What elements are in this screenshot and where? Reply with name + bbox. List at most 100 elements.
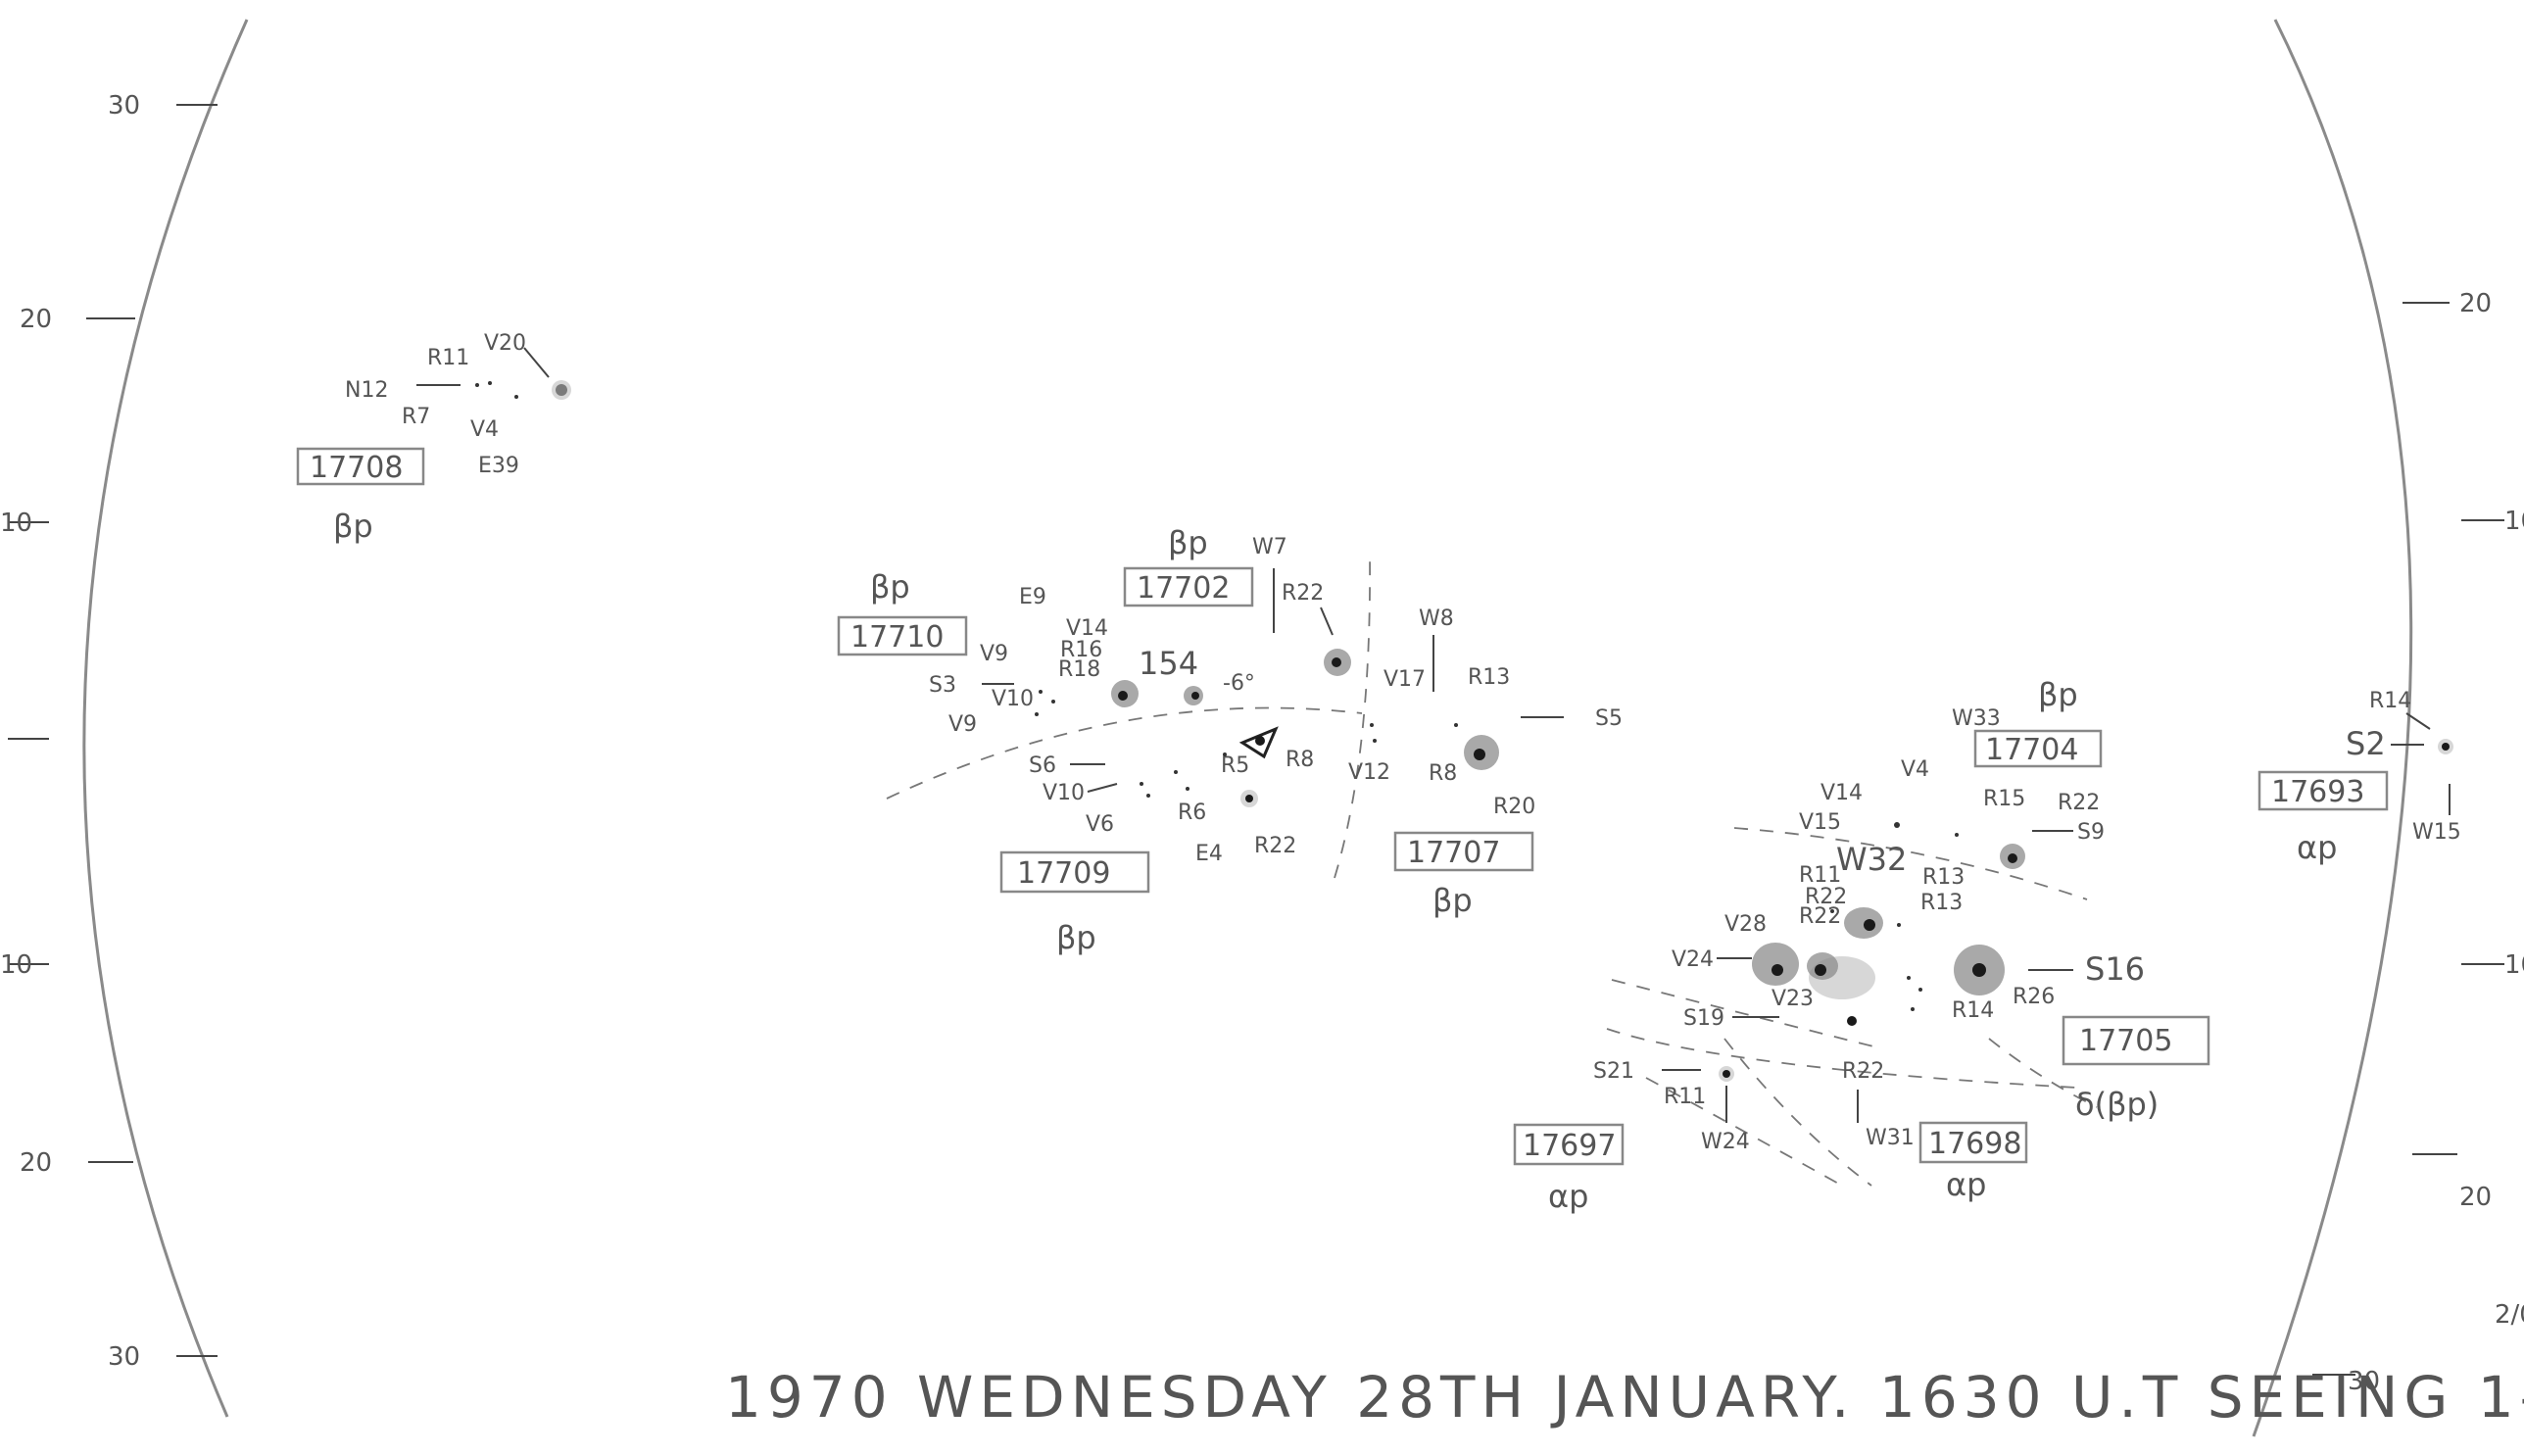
sketch-mark [1174,770,1178,774]
spot-label: W33 [1952,706,2001,731]
group-class: αp [2297,829,2337,866]
scale-right-label: 10 [2504,950,2524,980]
sunspot-group-17704: βp 17704 W33 V4 V14 V15 R15 R22 S9 W32 [1799,676,2105,878]
spot-label: R7 [402,405,430,429]
scale-left-label: 10 [0,950,32,980]
group-number: 17704 [1985,733,2078,767]
spot-label: R11 [1664,1085,1706,1109]
scale-left-label: 30 [108,91,140,121]
spot-label: S16 [2085,950,2145,988]
group-number: 17702 [1137,571,1230,606]
sketch-mark [1988,1038,2098,1108]
spot-label: V14 [1820,781,1863,805]
spot-label: R18 [1058,657,1100,682]
spot-label: V28 [1724,912,1767,937]
sketch-mark [1186,787,1189,791]
spot-label: R14 [2369,689,2411,713]
spot-label: R5 [1221,753,1249,778]
sunspot-group-17698: R22 W31 17698 αp [1842,1059,2028,1203]
spot-label: V6 [1086,812,1114,837]
sketch-mark [2405,712,2431,730]
group-number: 17705 [2079,1024,2172,1058]
scale-right-label: 20 [2459,289,2492,318]
sketch-mark [296,447,425,486]
triangle-marker [1238,726,1279,759]
spot-label: R13 [1468,665,1510,690]
spot-label: V23 [1772,987,1814,1011]
sunspot-group-17693: R14 S2 17693 W15 αp [2257,689,2461,866]
sketch-mark [1918,1121,2028,1164]
scale-left-label: 20 [20,1148,52,1178]
spot-label: S21 [1593,1059,1634,1084]
sketch-mark [1123,566,1254,607]
spot-label: V24 [1672,947,1714,972]
right-scale: 20 10 10 20 30 2/0/4 [2312,289,2524,1396]
spot-label: V14 [1066,616,1108,641]
spot-label: W24 [1701,1130,1750,1154]
group-number: 17708 [310,451,403,485]
spot-label: R22 [1805,885,1847,909]
sunspot [1332,657,1341,667]
group-class: βp [333,508,373,545]
spot-label: W32 [1836,841,1907,878]
spot-label: S3 [929,673,956,698]
sunspot-group-17705: R13 R13 R11 R22 R22 V28 V24 V23 S16 R26 … [1672,863,2210,1123]
scale-right-label: 30 [2348,1367,2380,1396]
spot-label: V15 [1799,810,1841,835]
spot-label: E39 [478,454,519,478]
spot-label: W8 [1419,607,1454,631]
sketch-mark [1606,1028,2078,1089]
sketch-mark [2257,770,2389,811]
spot-label: R11 [427,346,469,370]
spot-label: R14 [1952,998,1994,1023]
spot-label: R26 [2013,985,2055,1009]
left-scale: 30 20 10 10 20 30 [0,91,218,1372]
sunspot-group-17710: 17710 βp E9 V14 R16 R18 V9 S3 V10 V9 [837,568,1139,737]
sketch-mark [488,381,492,385]
spot-label: R22 [1799,904,1841,929]
spot-label: R8 [1429,761,1457,786]
spot-label: 154 [1139,645,1198,682]
sketch-mark [552,380,571,400]
sunspot [1191,692,1199,700]
sketch-mark [1454,723,1458,727]
spot-label: E9 [1019,585,1046,609]
sketch-mark [1140,782,1143,786]
sketch-mark [837,615,968,656]
group-class: αp [1548,1178,1588,1215]
sunspot [1847,1016,1857,1026]
sketch-mark [1752,943,1799,986]
spot-label: V20 [484,331,526,356]
spot-label: R11 [1799,863,1841,888]
spot-label: V12 [1348,760,1390,785]
sketch-mark [1513,1123,1625,1166]
scale-left-label: 30 [108,1342,140,1372]
sketch-mark [523,347,550,378]
sunspot [1972,963,1986,977]
spot-label: S5 [1595,706,1623,731]
sunspot [1245,795,1253,802]
group-class: βp [1432,882,1473,919]
margin-note: 2/0/4 [2495,1300,2524,1330]
spot-label: R13 [1920,891,1963,915]
sketch-mark [1393,831,1534,872]
sketch-mark [2062,1015,2210,1066]
sketch-mark [1035,712,1039,716]
sunspot-group-17697: S21 R11 W24 17697 αp [1513,1059,1750,1215]
sketch-mark [1146,794,1150,798]
spot-label: S19 [1683,1006,1724,1031]
sunspot-group-17709: S6 V10 V6 R6 R8 R5 E4 R22 17709 βp [999,726,1314,956]
spot-label: W7 [1252,535,1287,559]
scale-left-label: 20 [20,305,52,334]
spot-label: N12 [345,378,388,403]
sunspot-group-17707: W8 V17 V12 R13 S5 R8 R20 17707 βp [1348,607,1623,919]
group-number: 17693 [2271,775,2364,809]
sketch-mark [1373,739,1377,743]
spot-label: V9 [948,712,977,737]
sketch-mark [1051,700,1055,704]
spot-label: V10 [1043,781,1085,805]
sunspot [1864,919,1875,931]
sunspot-group-17708: V20 R11 N12 R7 V4 E39 17708 βp [296,331,571,545]
spot-label: V17 [1383,667,1426,692]
